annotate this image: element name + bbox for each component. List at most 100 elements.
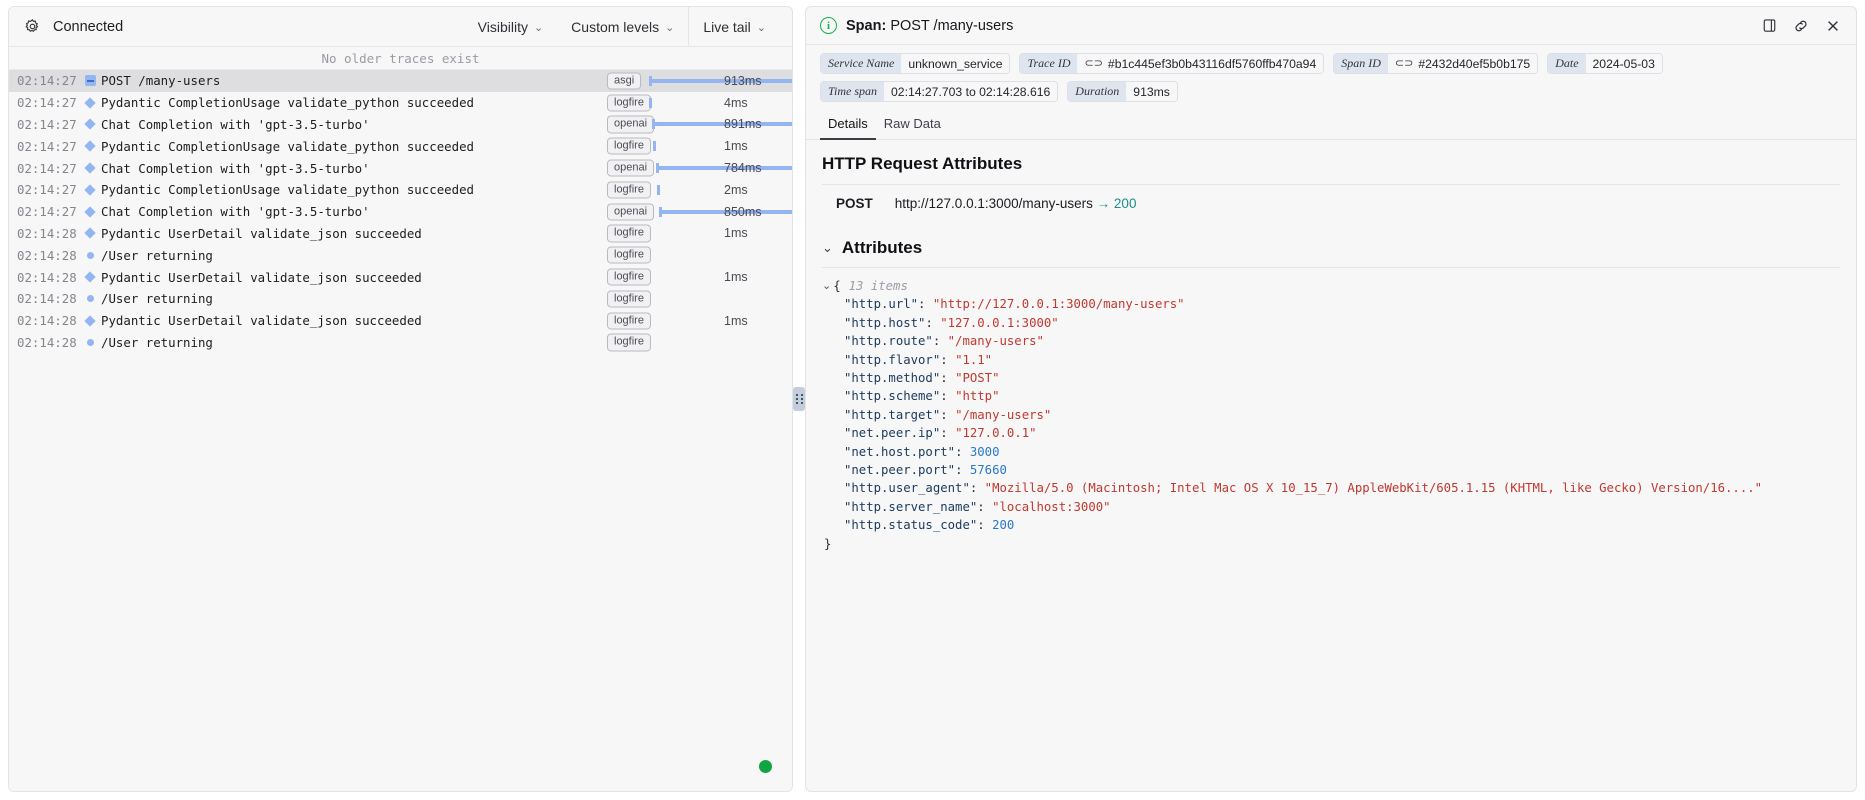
trace-row-badge[interactable]: openai (607, 115, 655, 134)
trace-row-duration: 1ms (724, 270, 748, 285)
trace-row-timestamp: 02:14:27 (17, 95, 77, 111)
json-entry-value: "127.0.0.1" (955, 426, 1037, 441)
panel-splitter[interactable] (793, 6, 805, 792)
http-url[interactable]: http://127.0.0.1:3000/many-users (894, 196, 1093, 211)
trace-row-badge[interactable]: logfire (607, 333, 651, 351)
log-dot-icon (79, 338, 101, 346)
arrow-right-icon: → (1096, 196, 1111, 211)
json-twisty-icon[interactable]: ⌄ (822, 280, 832, 292)
json-entry-value: 3000 (969, 444, 1000, 459)
json-colon: : (918, 297, 933, 312)
span-diamond-icon (79, 227, 101, 240)
metadata-chip-value[interactable]: ⊂⊃ #b1c445ef3b0b43116df5760ffb470a94 (1077, 54, 1324, 73)
json-entry-key: "http.server_name" (844, 499, 978, 514)
custom-levels-dropdown[interactable]: Custom levels ⌄ (557, 7, 688, 46)
json-root-line[interactable]: ⌄ { 13 items (822, 277, 1840, 295)
log-dot-icon (79, 295, 101, 303)
trace-row-bar-track (649, 114, 792, 136)
tab-details[interactable]: Details (820, 112, 876, 140)
trace-row-name: Pydantic CompletionUsage validate_python… (101, 95, 474, 111)
link-icon[interactable]: ⊂⊃ (1084, 57, 1103, 70)
trace-row-badge[interactable]: openai (607, 203, 655, 221)
visibility-dropdown[interactable]: Visibility ⌄ (464, 7, 558, 46)
trace-row-name: Chat Completion with 'gpt-3.5-turbo' (101, 204, 370, 220)
trace-row-badge[interactable]: logfire (607, 246, 651, 264)
trace-row-duration-bar (649, 97, 652, 108)
trace-row-name: Pydantic UserDetail validate_json succee… (101, 313, 422, 329)
metadata-chip-text: #b1c445ef3b0b43116df5760ffb470a94 (1107, 56, 1317, 71)
trace-row-badge[interactable]: logfire (607, 181, 651, 199)
link-icon[interactable] (1792, 17, 1810, 35)
json-entry-key: "http.method" (844, 371, 941, 386)
connection-status-label: Connected (53, 18, 124, 35)
json-entry: "http.target": "/many-users" (822, 406, 1840, 424)
metadata-chip: Span ID⊂⊃#2432d40ef5b0b175 (1333, 53, 1539, 74)
json-colon: : (955, 463, 970, 478)
trace-row[interactable]: 02:14:27 Pydantic CompletionUsage validat… (9, 92, 792, 114)
gear-icon[interactable] (21, 16, 43, 38)
trace-row-bar-track (649, 223, 712, 245)
trace-row-badge[interactable]: openai (607, 159, 655, 177)
trace-row-bar-track (649, 310, 712, 332)
metadata-chip-key: Duration (1068, 82, 1127, 101)
trace-row-badge[interactable]: asgi (607, 72, 642, 90)
info-circle-icon: i (820, 17, 837, 34)
link-icon[interactable]: ⊂⊃ (1394, 57, 1414, 70)
trace-row-badge[interactable]: logfire (607, 94, 651, 112)
trace-row-duration-bar (657, 184, 660, 195)
span-diamond-icon (79, 162, 101, 174)
drag-handle-icon[interactable] (793, 387, 805, 411)
live-tail-label: Live tail (703, 18, 751, 35)
attributes-section-toggle[interactable]: ⌄ Attributes (806, 222, 1856, 258)
trace-row-bar-track (649, 157, 792, 179)
http-status-code: 200 (1113, 196, 1137, 211)
metadata-chip: Trace ID⊂⊃#b1c445ef3b0b43116df5760ffb470… (1019, 53, 1325, 74)
metadata-chip-text: 913ms (1133, 84, 1170, 99)
json-entry: "http.server_name": "localhost:3000" (822, 498, 1840, 516)
trace-row-duration: 1ms (724, 313, 748, 328)
tab-raw-data[interactable]: Raw Data (883, 116, 941, 131)
metadata-chip-text: 2024-05-03 (1592, 56, 1655, 71)
trace-row-badge[interactable]: logfire (607, 268, 651, 286)
trace-row-duration: 4ms (724, 95, 748, 110)
metadata-chip-value: unknown_service (901, 54, 1010, 73)
trace-row-duration-bar (653, 141, 656, 152)
panel-layout-icon[interactable] (1760, 17, 1778, 35)
json-entries: "http.url": "http://127.0.0.1:3000/many-… (822, 295, 1840, 534)
trace-row-badge[interactable]: logfire (607, 137, 651, 155)
trace-row-bar-track (649, 244, 712, 266)
custom-levels-label: Custom levels (571, 18, 660, 35)
span-diamond-icon (79, 206, 101, 218)
trace-row-name: Chat Completion with 'gpt-3.5-turbo' (101, 116, 370, 132)
trace-row-bar-track (649, 92, 712, 114)
metadata-chip-value[interactable]: ⊂⊃#2432d40ef5b0b175 (1387, 54, 1538, 73)
json-item-count: 13 items (848, 279, 908, 293)
trace-row-badge[interactable]: logfire (607, 312, 651, 330)
trace-row-badge[interactable]: logfire (607, 224, 651, 243)
trace-row-duration: 850ms (724, 204, 762, 219)
trace-row-name: Chat Completion with 'gpt-3.5-turbo' (101, 160, 370, 176)
trace-row-duration-bar (652, 119, 792, 130)
metadata-chip-value: 02:14:27.703 to 02:14:28.616 (884, 82, 1058, 101)
expand-collapse-icon[interactable] (79, 75, 101, 87)
span-diamond-icon (79, 314, 101, 327)
trace-row-timestamp: 02:14:28 (17, 225, 77, 241)
trace-row-badge[interactable]: logfire (607, 290, 651, 308)
trace-row-duration: 784ms (724, 161, 762, 176)
trace-row-bar-track (649, 266, 712, 288)
close-icon[interactable] (1824, 17, 1842, 35)
trace-row-duration-bar (649, 75, 792, 86)
live-tail-dropdown[interactable]: Live tail ⌄ (689, 7, 780, 46)
